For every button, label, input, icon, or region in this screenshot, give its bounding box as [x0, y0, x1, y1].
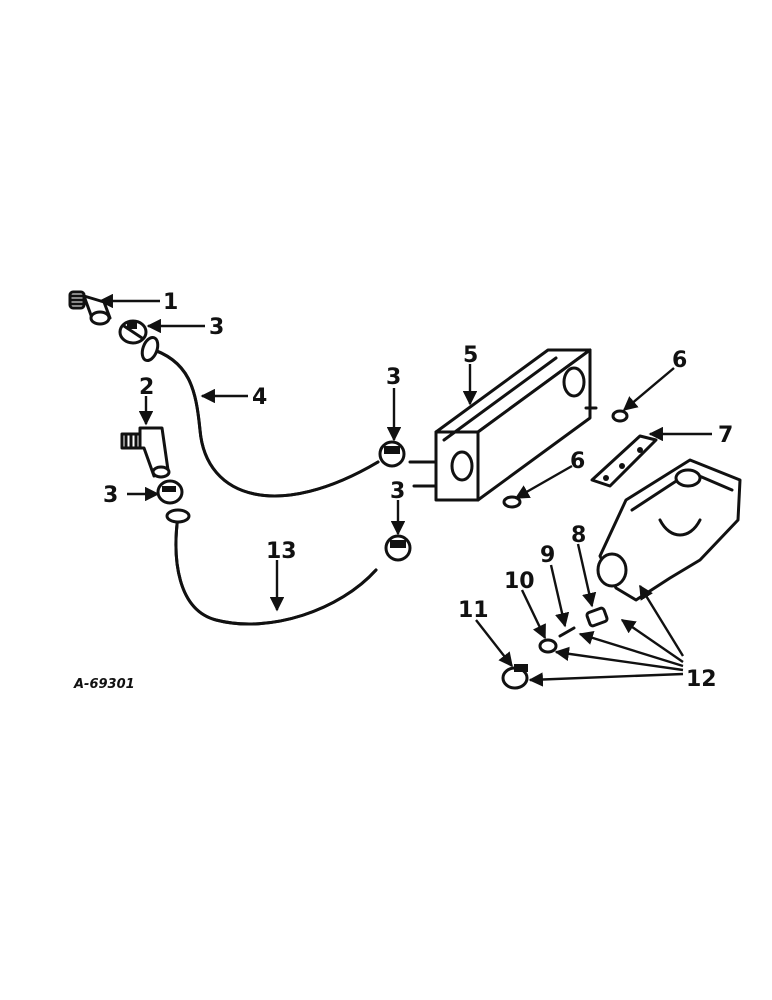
- oil-cooler: [408, 348, 598, 502]
- leader-lines: [98, 293, 712, 687]
- callout-6-upper: 6: [672, 348, 687, 373]
- o-ring-upper: [611, 409, 629, 423]
- callout-6-lower: 6: [570, 449, 585, 474]
- sleeve: [585, 606, 609, 628]
- callout-3-top: 3: [209, 315, 224, 340]
- callout-7: 7: [718, 423, 733, 448]
- callout-labels: 1 3 2 4 3 3 3 13 5 6 6 7 8 9 10 11 12: [103, 290, 733, 692]
- drawing-id: A-69301: [73, 677, 135, 692]
- hose-clamp-right-bottom: [384, 534, 412, 562]
- o-ring-lower: [502, 495, 522, 509]
- callout-2: 2: [139, 375, 154, 400]
- callout-1: 1: [163, 290, 178, 315]
- hose-clamp-right-top: [378, 440, 406, 468]
- callout-11: 11: [458, 598, 489, 623]
- gasket: [590, 434, 658, 488]
- callout-10: 10: [504, 569, 535, 594]
- callout-3-left: 3: [103, 483, 118, 508]
- cooler-housing: [596, 458, 742, 602]
- plug: [501, 664, 529, 690]
- callout-13: 13: [266, 539, 297, 564]
- elbow-fitting: [120, 426, 171, 479]
- callout-9: 9: [540, 543, 555, 568]
- callout-12: 12: [686, 667, 717, 692]
- hose-clamp-left: [156, 479, 184, 505]
- washer: [538, 638, 558, 654]
- lower-hose: [165, 508, 378, 626]
- stud: [558, 626, 576, 638]
- connector-fitting: [68, 290, 112, 326]
- upper-hose: [140, 335, 380, 498]
- callout-8: 8: [571, 523, 586, 548]
- callout-5: 5: [463, 343, 478, 368]
- callout-3-right-top: 3: [386, 365, 401, 390]
- callout-3-right-bottom: 3: [390, 479, 405, 504]
- hose-clamp-top: [118, 319, 148, 345]
- callout-4: 4: [252, 385, 267, 410]
